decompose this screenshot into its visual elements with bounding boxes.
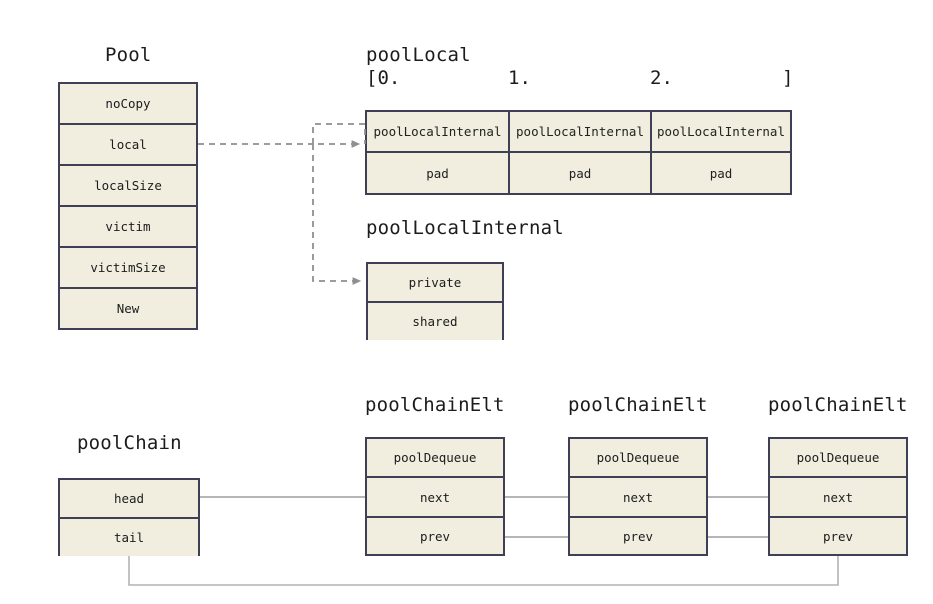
pool-chain-elt-3-struct: poolDequeue next prev <box>768 437 908 556</box>
pool-field-localSize: localSize <box>60 166 196 207</box>
pool-chain-elt-3-field-next: next <box>770 478 906 518</box>
pool-field-local: local <box>60 125 196 166</box>
pool-local-cell-2-pad: pad <box>709 165 733 181</box>
pool-local-cell-1-pad: pad <box>568 165 592 181</box>
pool-local-internal-field-shared: shared <box>368 303 502 340</box>
pool-local-index-close: ] <box>782 67 794 89</box>
pool-local-array: poolLocalInternal pad poolLocalInternal … <box>365 110 792 195</box>
pool-field-victim: victim <box>60 207 196 248</box>
pool-local-internal-struct: private shared <box>366 262 504 340</box>
pool-local-cell-1-type: poolLocalInternal <box>510 112 650 153</box>
pool-chain-elt-3-field-poolDequeue: poolDequeue <box>770 439 906 478</box>
pool-chain-elt-2-title: poolChainElt <box>568 394 708 416</box>
pool-local-internal-title: poolLocalInternal <box>366 217 564 239</box>
pool-local-title: poolLocal <box>366 44 471 66</box>
pool-field-victimSize: victimSize <box>60 248 196 289</box>
pool-title: Pool <box>105 44 152 66</box>
pool-local-index-row: [0. 1. 2. ] <box>366 67 794 89</box>
pool-chain-elt-1-title: poolChainElt <box>365 394 505 416</box>
pool-local-index-1: 1. <box>508 67 531 89</box>
wire-pool-local-to-internal <box>312 144 362 285</box>
pool-chain-elt-2-struct: poolDequeue next prev <box>568 437 708 556</box>
pool-chain-elt-2-field-poolDequeue: poolDequeue <box>570 439 706 478</box>
pool-chain-title: poolChain <box>77 432 182 454</box>
pool-local-index-2: 2. <box>650 67 673 89</box>
pool-local-cell-0-type: poolLocalInternal <box>367 112 508 153</box>
wire-tail-to-elt3 <box>128 556 839 586</box>
pool-local-cell-2: poolLocalInternal pad <box>652 112 790 193</box>
pool-local-cell-0: poolLocalInternal pad <box>367 112 510 193</box>
pool-chain-field-head: head <box>60 480 198 519</box>
pool-chain-elt-1-field-poolDequeue: poolDequeue <box>367 439 503 478</box>
pool-chain-elt-2-field-next: next <box>570 478 706 518</box>
pool-chain-elt-1-field-prev: prev <box>367 518 503 554</box>
pool-field-New: New <box>60 289 196 328</box>
pool-local-internal-field-private: private <box>368 264 502 303</box>
pool-local-cell-0-pad: pad <box>426 165 449 181</box>
pool-field-noCopy: noCopy <box>60 84 196 125</box>
wire-pool-local-to-array <box>312 123 366 144</box>
pool-chain-elt-2-field-prev: prev <box>570 518 706 554</box>
pool-chain-field-tail: tail <box>60 519 198 556</box>
pool-struct: noCopy local localSize victim victimSize… <box>58 82 198 330</box>
pool-local-cell-2-type: poolLocalInternal <box>652 112 790 153</box>
pool-local-cell-1: poolLocalInternal pad <box>510 112 652 193</box>
pool-chain-elt-3-field-prev: prev <box>770 518 906 554</box>
pool-chain-elt-1-field-next: next <box>367 478 503 518</box>
pool-chain-elt-3-title: poolChainElt <box>768 394 908 416</box>
pool-chain-elt-1-struct: poolDequeue next prev <box>365 437 505 556</box>
pool-chain-struct: head tail <box>58 478 200 556</box>
pool-local-index-0: [0. <box>366 67 401 89</box>
